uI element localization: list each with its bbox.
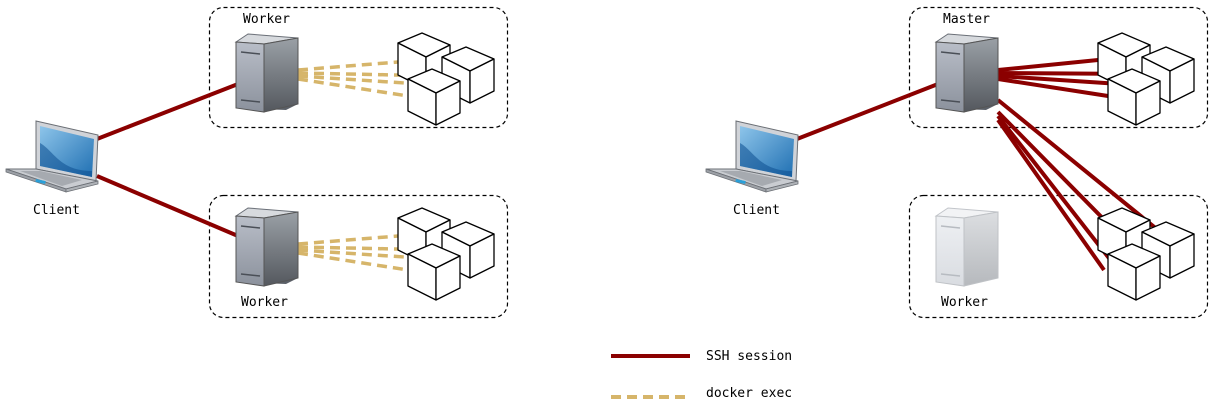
server-icon [235,33,299,113]
worker-bottom-label: Worker [241,295,288,310]
right-scenario: Master Worker Client [705,6,1209,319]
legend-ssh-label: SSH session [706,349,792,364]
docker-exec-lines-bottom [297,234,447,272]
ssh-line-client-master [796,82,939,141]
worker-group-bottom-box [208,194,509,319]
left-scenario: Worker Worker Client [5,6,509,319]
server-icon-faded [935,207,999,287]
laptop-icon [705,120,799,193]
server-icon [235,207,299,287]
master-label: Master [943,12,990,27]
worker-group-top-box [208,6,509,129]
ssh-line-client-worker-bottom [96,174,239,238]
container-cube-icon [398,208,494,300]
worker-label: Worker [941,295,988,310]
container-cube-icon [398,33,494,125]
laptop-icon [5,120,99,193]
client-label: Client [733,203,780,218]
container-cube-icon [1098,33,1194,125]
master-group-box [908,6,1209,129]
worker-top-label: Worker [243,12,290,27]
legend-docker-label: docker exec [706,386,792,401]
client-label: Client [33,203,80,218]
server-icon [935,33,999,113]
container-cube-icon [1098,208,1194,300]
docker-exec-lines-top [297,60,447,98]
legend: SSH session docker exec [611,349,792,401]
ssh-line-client-worker-top [96,82,239,141]
